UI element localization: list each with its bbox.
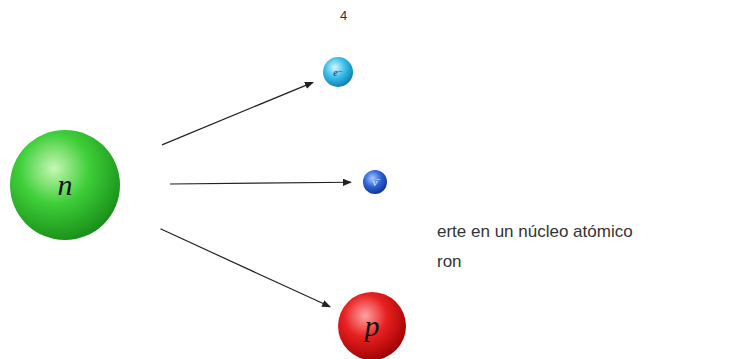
decay-arrow [162,82,313,145]
partial-caption-text: ron [437,252,462,272]
particle-symbol: p [365,309,380,343]
electron-sphere: e⁻ [323,57,353,87]
particle-symbol: e⁻ [333,67,343,78]
neutron-sphere: n [10,130,120,240]
decay-arrow [160,229,330,307]
partial-caption-text: erte en un núcleo atómico [437,222,633,242]
decay-arrow [170,182,351,184]
sphere [338,292,406,359]
antineutrino-sphere: ν̄ [363,170,387,194]
particle-symbol: ν̄ [373,176,378,188]
sphere [363,170,387,194]
proton-sphere: p [338,292,406,359]
sphere [10,130,120,240]
sphere [323,57,353,87]
particle-symbol: n [58,168,73,202]
page-number: 4 [340,8,347,23]
